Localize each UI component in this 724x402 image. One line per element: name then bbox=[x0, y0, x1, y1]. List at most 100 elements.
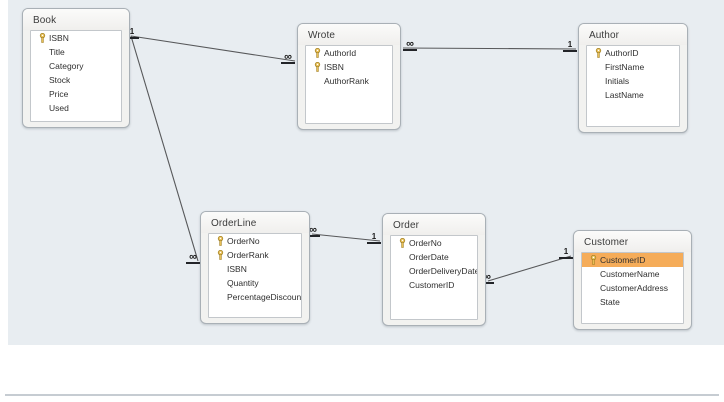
order-one-marker: 1 bbox=[366, 233, 382, 244]
field-name: AuthorRank bbox=[324, 76, 369, 86]
book-one-marker: 1 bbox=[124, 28, 140, 39]
field-row[interactable]: OrderRank bbox=[209, 248, 301, 262]
field-name: CustomerName bbox=[600, 269, 660, 279]
field-name: Quantity bbox=[227, 278, 259, 288]
field-row[interactable]: OrderNo bbox=[391, 236, 477, 250]
key-slot bbox=[591, 48, 605, 58]
cardinality-glyph: 1 bbox=[567, 40, 573, 49]
table-title-wrote[interactable]: Wrote bbox=[298, 24, 400, 45]
table-title-author[interactable]: Author bbox=[579, 24, 687, 45]
field-row[interactable]: State bbox=[582, 295, 683, 309]
field-name: AuthorId bbox=[324, 48, 357, 58]
primary-key-icon bbox=[217, 236, 223, 246]
field-row[interactable]: CustomerAddress bbox=[582, 281, 683, 295]
primary-key-icon bbox=[590, 255, 596, 265]
field-row[interactable]: Initials bbox=[587, 74, 679, 88]
field-row[interactable]: OrderNo bbox=[209, 234, 301, 248]
table-title-customer[interactable]: Customer bbox=[574, 231, 691, 252]
field-name: State bbox=[600, 297, 620, 307]
field-name: Stock bbox=[49, 75, 71, 85]
field-row[interactable]: LastName bbox=[587, 88, 679, 102]
orderline-many-right-marker: ∞ bbox=[305, 225, 321, 237]
field-row[interactable]: Category bbox=[31, 59, 121, 73]
primary-key-icon bbox=[217, 250, 223, 260]
table-title-book[interactable]: Book bbox=[23, 9, 129, 30]
field-row[interactable]: ISBN bbox=[306, 60, 392, 74]
key-slot bbox=[586, 255, 600, 265]
field-name: OrderNo bbox=[227, 236, 260, 246]
field-name: ISBN bbox=[227, 264, 247, 274]
field-row[interactable]: Quantity bbox=[209, 276, 301, 290]
cardinality-bar bbox=[186, 262, 200, 264]
field-name: Category bbox=[49, 61, 84, 71]
order-many-marker: ∞ bbox=[479, 271, 495, 284]
field-row[interactable]: AuthorId bbox=[306, 46, 392, 60]
primary-key-icon bbox=[595, 48, 601, 58]
key-slot bbox=[395, 238, 409, 248]
author-one-marker: 1 bbox=[562, 41, 578, 52]
field-name: CustomerID bbox=[409, 280, 455, 290]
cardinality-glyph: 1 bbox=[371, 232, 377, 241]
field-row[interactable]: OrderDeliveryDate bbox=[391, 264, 477, 278]
field-name: Initials bbox=[605, 76, 630, 86]
primary-key-icon bbox=[39, 33, 45, 43]
primary-key-icon bbox=[314, 48, 320, 58]
cardinality-glyph: ∞ bbox=[483, 271, 491, 283]
cardinality-bar bbox=[559, 257, 573, 259]
cardinality-bar bbox=[480, 282, 494, 284]
cardinality-bar bbox=[563, 50, 577, 52]
cardinality-bar bbox=[367, 242, 381, 244]
field-row[interactable]: CustomerID bbox=[582, 253, 683, 267]
cardinality-bar bbox=[125, 37, 139, 39]
table-title-order[interactable]: Order bbox=[383, 214, 485, 235]
field-row[interactable]: OrderDate bbox=[391, 250, 477, 264]
field-row[interactable]: Price bbox=[31, 87, 121, 101]
key-slot bbox=[35, 33, 49, 43]
cardinality-glyph: 1 bbox=[129, 27, 135, 36]
field-name: OrderDeliveryDate bbox=[409, 266, 477, 276]
field-name: LastName bbox=[605, 90, 644, 100]
wrote-many-marker: ∞ bbox=[280, 52, 296, 64]
cardinality-bar bbox=[306, 235, 320, 237]
wrote-many-right-marker: ∞ bbox=[402, 38, 418, 51]
field-row[interactable]: CustomerID bbox=[391, 278, 477, 292]
field-row[interactable]: CustomerName bbox=[582, 267, 683, 281]
field-row[interactable]: Title bbox=[31, 45, 121, 59]
key-slot bbox=[310, 48, 324, 58]
field-row[interactable]: ISBN bbox=[31, 31, 121, 45]
field-name: PercentageDiscount bbox=[227, 292, 301, 302]
field-row[interactable]: FirstName bbox=[587, 60, 679, 74]
field-name: CustomerAddress bbox=[600, 283, 669, 293]
cardinality-bar bbox=[403, 49, 417, 51]
field-row[interactable]: AuthorID bbox=[587, 46, 679, 60]
key-slot bbox=[213, 250, 227, 260]
customer-one-marker: 1 bbox=[558, 248, 574, 259]
field-name: OrderDate bbox=[409, 252, 449, 262]
key-slot bbox=[213, 236, 227, 246]
field-name: Title bbox=[49, 47, 65, 57]
primary-key-icon bbox=[314, 62, 320, 72]
field-row[interactable]: PercentageDiscount bbox=[209, 290, 301, 304]
field-row[interactable]: AuthorRank bbox=[306, 74, 392, 88]
field-row[interactable]: Used bbox=[31, 101, 121, 115]
bottom-divider bbox=[5, 394, 719, 396]
field-row[interactable]: ISBN bbox=[209, 262, 301, 276]
field-name: CustomerID bbox=[600, 255, 646, 265]
field-name: AuthorID bbox=[605, 48, 639, 58]
field-name: Used bbox=[49, 103, 69, 113]
field-name: OrderNo bbox=[409, 238, 442, 248]
cardinality-glyph: ∞ bbox=[406, 38, 414, 50]
field-row[interactable]: Stock bbox=[31, 73, 121, 87]
table-title-orderline[interactable]: OrderLine bbox=[201, 212, 309, 233]
field-name: FirstName bbox=[605, 62, 645, 72]
